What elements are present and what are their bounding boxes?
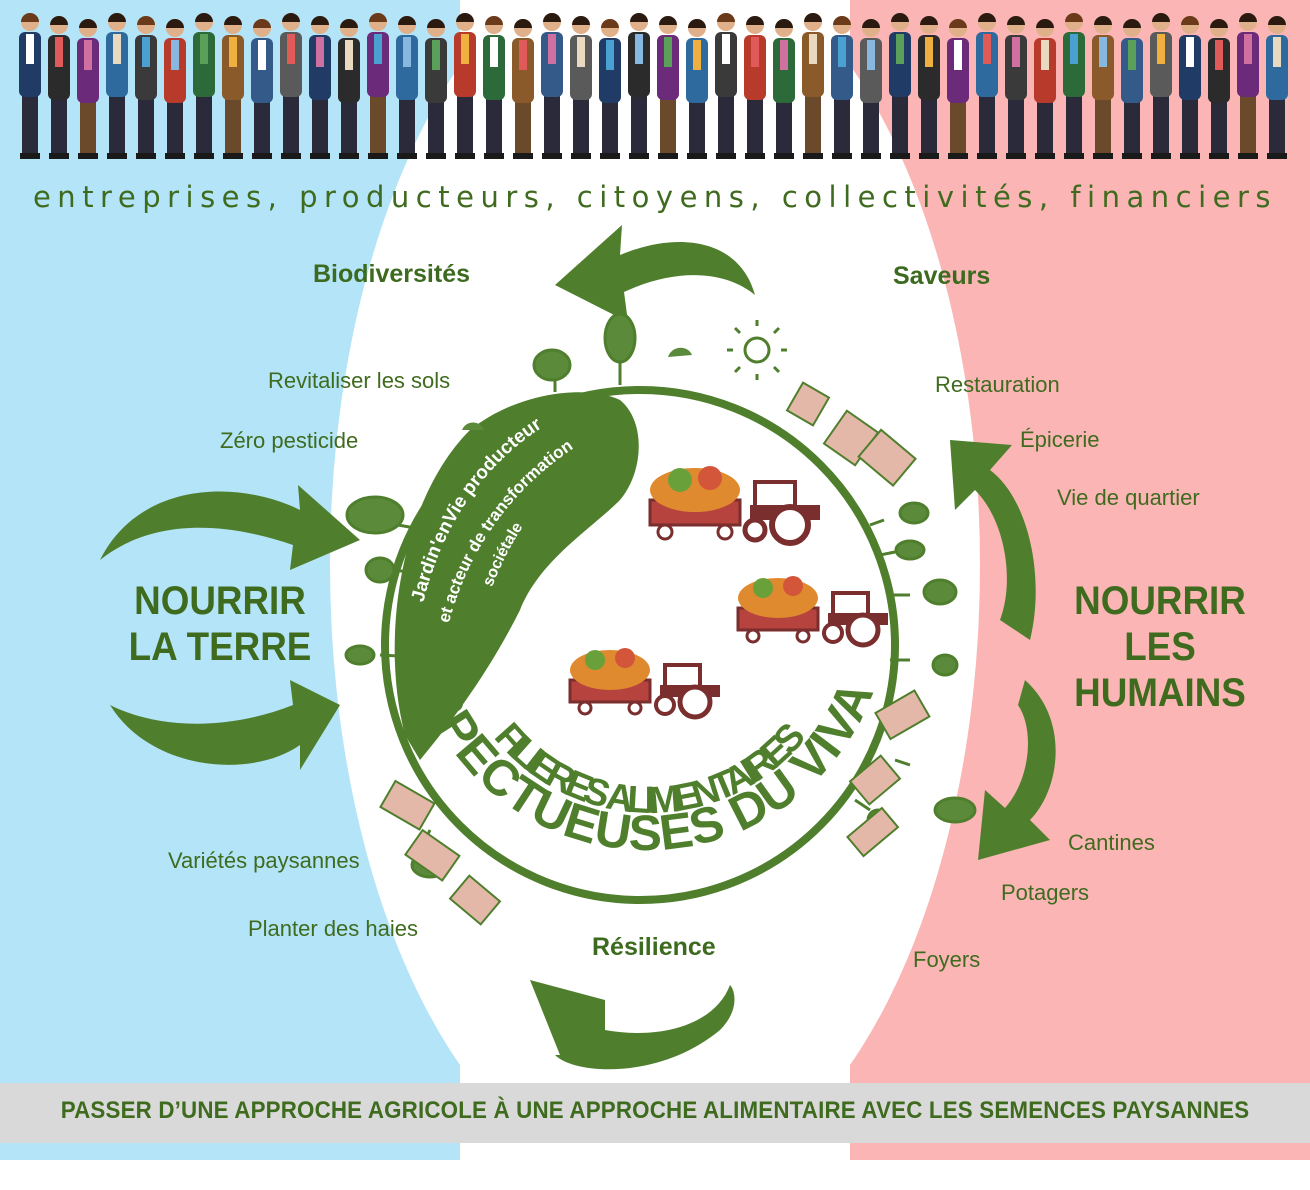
item-vie-de-quartier: Vie de quartier <box>1057 485 1200 510</box>
person-figure <box>1266 16 1288 159</box>
stakeholders-line: entreprises, producteurs, citoyens, coll… <box>32 180 1278 214</box>
right-up-arrow <box>950 440 1036 640</box>
item-varietes-paysannes: Variétés paysannes <box>168 848 360 873</box>
person-figure <box>1150 13 1172 159</box>
bottom-cycle-arrow <box>530 980 735 1070</box>
item-zero-pesticide: Zéro pesticide <box>220 428 359 453</box>
person-figure <box>106 13 128 159</box>
leaf-shape <box>394 392 639 760</box>
person-figure <box>77 19 99 159</box>
person-figure <box>251 19 273 159</box>
item-potagers: Potagers <box>1001 880 1090 905</box>
person-figure <box>715 13 737 159</box>
sun-icon <box>727 320 787 380</box>
person-figure <box>831 16 853 159</box>
person-figure <box>512 19 534 159</box>
right-title-line-2: LES HUMAINS <box>1074 625 1246 715</box>
left-bottom-arrow <box>110 680 340 770</box>
item-foyers: Foyers <box>913 947 981 972</box>
person-figure <box>599 19 621 159</box>
person-figure <box>135 16 157 159</box>
item-revitaliser-les-sols: Revitaliser les sols <box>268 368 451 393</box>
person-figure <box>976 13 998 159</box>
person-figure <box>309 16 331 159</box>
person-figure <box>628 13 650 159</box>
person-figure <box>947 19 969 159</box>
person-figure <box>338 19 360 159</box>
person-figure <box>918 16 940 159</box>
tractor-2 <box>736 576 888 648</box>
people-illustration <box>19 13 1288 159</box>
person-figure <box>396 16 418 159</box>
person-figure <box>802 13 824 159</box>
item-restauration: Restauration <box>935 372 1060 397</box>
person-figure <box>280 13 302 159</box>
person-figure <box>222 16 244 159</box>
person-figure <box>1237 13 1259 159</box>
label-resilience: Résilience <box>592 933 716 961</box>
item-planter-des-haies: Planter des haies <box>248 916 418 941</box>
person-figure <box>367 13 389 159</box>
person-figure <box>193 13 215 159</box>
person-figure <box>657 16 679 159</box>
top-cycle-arrow <box>555 225 755 322</box>
person-figure <box>1063 13 1085 159</box>
left-title: NOURRIR LA TERRE <box>119 578 321 670</box>
person-figure <box>541 13 563 159</box>
label-biodiversites: Biodiversités <box>313 260 471 288</box>
person-figure <box>483 16 505 159</box>
right-down-arrow <box>978 680 1056 860</box>
right-title-line-1: NOURRIR <box>1074 579 1246 623</box>
person-figure <box>1179 16 1201 159</box>
person-figure <box>19 13 41 159</box>
person-figure <box>1005 16 1027 159</box>
left-title-line-1: NOURRIR <box>134 579 306 623</box>
person-figure <box>454 13 476 159</box>
tractor-1 <box>648 466 820 546</box>
person-figure <box>744 16 766 159</box>
footer-text: PASSER D’UNE APPROCHE AGRICOLE À UNE APP… <box>60 1097 1250 1124</box>
person-figure <box>773 19 795 159</box>
item-epicerie: Épicerie <box>1020 427 1100 452</box>
tractor-3 <box>568 648 720 720</box>
left-top-arrow <box>100 485 360 570</box>
person-figure <box>889 13 911 159</box>
circle-title-line-2: RESPECTUEUSES DU VIVANT <box>0 0 884 861</box>
person-figure <box>570 16 592 159</box>
globe-ring <box>381 386 899 904</box>
person-figure <box>686 19 708 159</box>
label-saveurs: Saveurs <box>893 262 991 290</box>
person-figure <box>1121 19 1143 159</box>
person-figure <box>1208 19 1230 159</box>
item-cantines: Cantines <box>1068 830 1155 855</box>
person-figure <box>1034 19 1056 159</box>
person-figure <box>48 16 70 159</box>
diagram-graphics: FILIERES ALIMENTAIRES RESPECTUEUSES DU V… <box>0 0 1056 1070</box>
person-figure <box>1092 16 1114 159</box>
footer-bar <box>0 1083 1310 1143</box>
left-title-line-2: LA TERRE <box>128 625 312 669</box>
person-figure <box>164 19 186 159</box>
person-figure <box>425 19 447 159</box>
person-figure <box>860 19 882 159</box>
right-title: NOURRIR LES HUMAINS <box>1040 578 1279 716</box>
